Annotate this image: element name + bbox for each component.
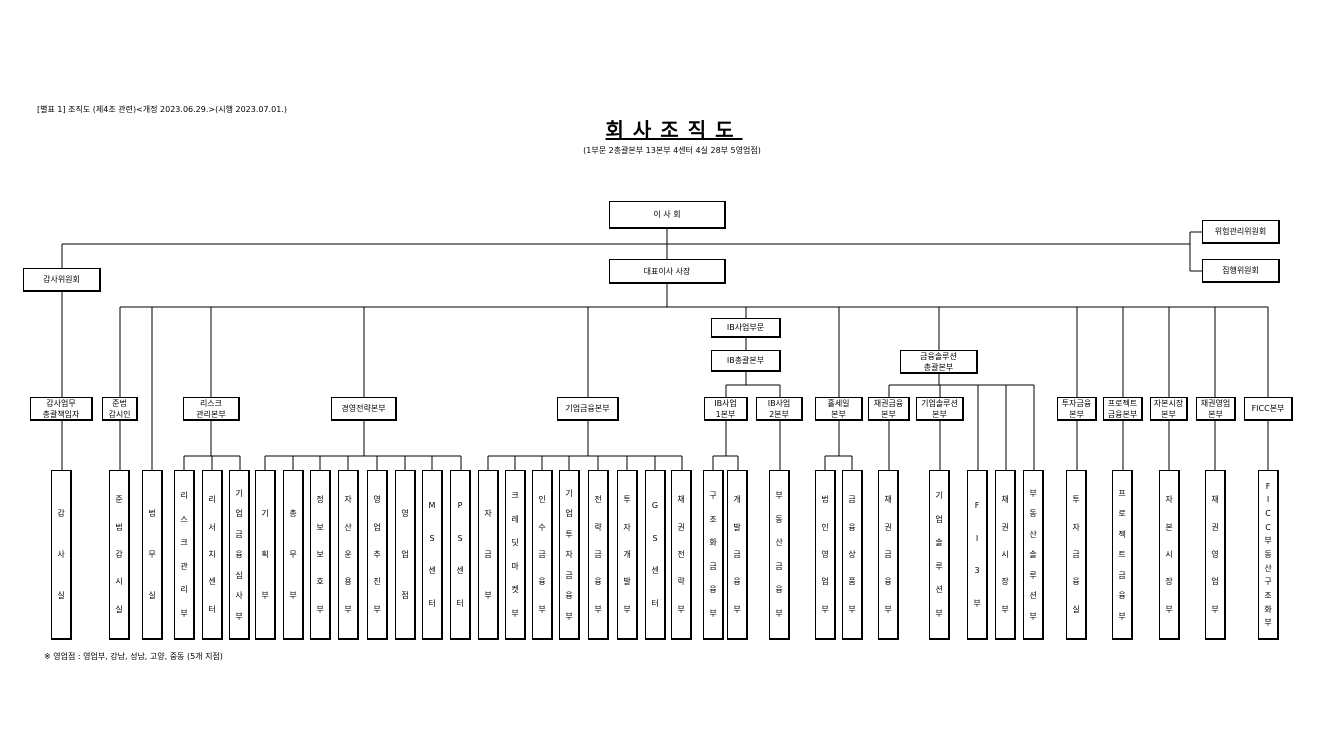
ib2-hq-box[interactable]: IB사업 2본부 (756, 397, 803, 421)
corp-sol-hq-box[interactable]: 기업솔루션 본부 (916, 397, 964, 421)
dept-real-estate-fin[interactable]: 부동산금융부부동산금융부 (769, 470, 790, 640)
audit-committee-label: 감사위원회 (43, 275, 80, 284)
dept-research-center[interactable]: 리서치센터리서치센터 (202, 470, 223, 640)
regulation-note: [별표 1] 조직도 (제4조 관련)<개정 2023.06.29.>(시행 2… (37, 105, 287, 114)
dept-corp-sales[interactable]: 법인영업부법인영업부 (815, 470, 836, 640)
dept-dev-fin[interactable]: 개발금융부개발금융부 (727, 470, 748, 640)
board-label: 이 사 회 (653, 210, 681, 219)
dept-re-solution[interactable]: 부동산솔루션부부동산솔루션부 (1023, 470, 1044, 640)
dept-gs-center[interactable]: GS센터GS센터 (645, 470, 666, 640)
dept-sales-branch[interactable]: 영업점영업점 (395, 470, 416, 640)
ib1-hq-box[interactable]: IB사업 1본부 (704, 397, 748, 421)
ib-group-label: IB총괄본부 (726, 356, 765, 365)
ficc-hq-box[interactable]: FICC본부 (1244, 397, 1293, 421)
dept-legal-office[interactable]: 법무실법무실 (142, 470, 163, 640)
dept-audit-office[interactable]: 감사실감사실 (51, 470, 72, 640)
risk-hq-label: 리스크 관리본부 (196, 398, 226, 419)
bond-sales-hq-box[interactable]: 채권영업 본부 (1196, 397, 1236, 421)
audit-officer-label: 감사업무 총괄책임자 (42, 398, 80, 419)
dept-fi3[interactable]: FI3부FI3부 (967, 470, 988, 640)
project-fin-hq-label: 프로젝트 금융본부 (1107, 398, 1138, 419)
branch-footnote: ※ 영업점 : 영업부, 강남, 성남, 고양, 중동 (5개 지점) (44, 652, 223, 661)
strategy-hq-box[interactable]: 경영전략본부 (331, 397, 397, 421)
fin-sol-group-label: 금융솔루션 총괄본부 (920, 351, 957, 372)
bond-fin-hq-label: 채권금융 본부 (873, 398, 904, 419)
ib-group-box[interactable]: IB총괄본부 (711, 350, 781, 372)
dept-bond-market[interactable]: 채권시장부채권시장부 (995, 470, 1016, 640)
exec-committee-box[interactable]: 집행위원회 (1202, 259, 1280, 283)
strategy-hq-label: 경영전략본부 (341, 404, 386, 413)
dept-project-fin[interactable]: 프로젝트금융부프로젝트금융부 (1112, 470, 1133, 640)
dept-info-security[interactable]: 정보보호부정보보호부 (310, 470, 331, 640)
ceo-label: 대표이사 사장 (643, 266, 691, 276)
ib-division-box[interactable]: IB사업부문 (711, 318, 781, 338)
invest-fin-hq-box[interactable]: 투자금융 본부 (1057, 397, 1097, 421)
dept-credit-market[interactable]: 크레딧마켓부크레딧마켓부 (505, 470, 526, 640)
dept-bond-sales[interactable]: 채권영업부채권영업부 (1205, 470, 1226, 640)
capital-mkt-hq-label: 자본시장 본부 (1153, 398, 1184, 419)
dept-asset-mgmt[interactable]: 자산운용부자산운용부 (338, 470, 359, 640)
compliance-label: 준법 감시인 (108, 398, 131, 419)
ficc-hq-label: FICC본부 (1251, 404, 1285, 413)
dept-general-affairs[interactable]: 총무부총무부 (283, 470, 304, 640)
project-fin-hq-box[interactable]: 프로젝트 금융본부 (1103, 397, 1143, 421)
bond-fin-hq-box[interactable]: 채권금융 본부 (868, 397, 910, 421)
dept-ficc-re-struct[interactable]: FICC부동산구조화부FICC부동산구조화부 (1258, 470, 1279, 640)
dept-capital-fin[interactable]: 자금부자금부 (478, 470, 499, 640)
dept-sales-promo[interactable]: 영업추진부영업추진부 (367, 470, 388, 640)
dept-capital-mkt[interactable]: 자본시장부자본시장부 (1159, 470, 1180, 640)
page-title: 회사조직도 (605, 118, 743, 142)
wholesale-hq-box[interactable]: 홀세일 본부 (815, 397, 863, 421)
ib1-hq-label: IB사업 1본부 (714, 398, 737, 419)
corp-fin-hq-box[interactable]: 기업금융본부 (557, 397, 619, 421)
ceo-box[interactable]: 대표이사 사장 (609, 259, 726, 284)
dept-corp-solution[interactable]: 기업솔루션부기업솔루션부 (929, 470, 950, 640)
fin-sol-group-box[interactable]: 금융솔루션 총괄본부 (900, 350, 978, 374)
corp-sol-hq-label: 기업솔루션 본부 (921, 398, 958, 419)
dept-ms-center[interactable]: MS센터MS센터 (422, 470, 443, 640)
dept-risk-mgmt[interactable]: 리스크관리부리스크관리부 (174, 470, 195, 640)
invest-fin-hq-label: 투자금융 본부 (1061, 398, 1092, 419)
dept-planning[interactable]: 기획부기획부 (255, 470, 276, 640)
page-subtitle: (1부문 2총괄본부 13본부 4센터 4실 28부 5영업점) (583, 146, 761, 155)
dept-corp-fin-audit[interactable]: 기업금융심사부기업금융심사부 (229, 470, 250, 640)
risk-committee-box[interactable]: 위험관리위원회 (1202, 220, 1280, 244)
dept-fin-product[interactable]: 금융상품부금융상품부 (842, 470, 863, 640)
capital-mkt-hq-box[interactable]: 자본시장 본부 (1150, 397, 1188, 421)
corp-fin-hq-label: 기업금융본부 (565, 404, 610, 413)
dept-compliance-office[interactable]: 준법감시실준법감시실 (109, 470, 130, 640)
risk-hq-box[interactable]: 리스크 관리본부 (183, 397, 240, 421)
ib-division-label: IB사업부문 (726, 323, 765, 332)
risk-committee-label: 위험관리위원회 (1214, 227, 1267, 236)
dept-ps-center[interactable]: PS센터PS센터 (450, 470, 471, 640)
exec-committee-label: 집행위원회 (1222, 266, 1259, 275)
dept-bond-strategy[interactable]: 채권전략부채권전략부 (671, 470, 692, 640)
audit-committee-box[interactable]: 감사위원회 (23, 268, 101, 292)
bond-sales-hq-label: 채권영업 본부 (1200, 398, 1231, 419)
dept-strategic-fin[interactable]: 전략금융부전략금융부 (588, 470, 609, 640)
dept-invest-dev[interactable]: 투자개발부투자개발부 (617, 470, 638, 640)
ib2-hq-label: IB사업 2본부 (767, 398, 791, 419)
dept-structured-fin[interactable]: 구조화금융부구조화금융부 (703, 470, 724, 640)
dept-ma-fin[interactable]: 인수금융부인수금융부 (532, 470, 553, 640)
dept-invest-fin-office[interactable]: 투자금융실투자금융실 (1066, 470, 1087, 640)
dept-bond-fin[interactable]: 채권금융부채권금융부 (878, 470, 899, 640)
audit-officer-box[interactable]: 감사업무 총괄책임자 (30, 397, 93, 421)
wholesale-hq-label: 홀세일 본부 (827, 398, 850, 419)
compliance-box[interactable]: 준법 감시인 (102, 397, 138, 421)
dept-corp-invest-fin[interactable]: 기업투자금융부기업투자금융부 (559, 470, 580, 640)
board-box[interactable]: 이 사 회 (609, 201, 726, 229)
